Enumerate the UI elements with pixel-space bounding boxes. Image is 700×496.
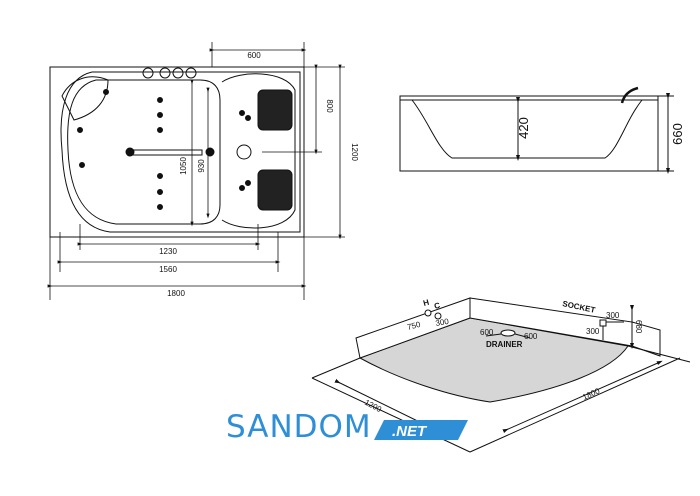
drain [205,147,215,157]
side-view [399,86,674,174]
dim-1560: 1560 [159,265,177,274]
dim-300-left: 300 [435,317,450,328]
tub-basin [67,79,221,225]
label-drainer: DRAINER [486,340,523,349]
overflow-drain [236,144,252,160]
dim-1800-total: 1800 [167,289,185,298]
dim-300-side: 300 [586,327,600,336]
side-faucet [620,86,639,104]
dim-750: 750 [406,320,422,332]
dim-1200-right: 1200 [350,143,359,161]
logo-net-badge [374,420,468,440]
dim-680: 680 [634,320,643,334]
faucet-4 [185,67,197,79]
dim-660: 660 [670,123,685,145]
dim-600-left: 600 [480,328,494,337]
dim-600-right: 600 [524,332,538,341]
side-basin [411,99,643,159]
handrail [131,149,203,156]
hot-tap-icon [424,309,432,317]
dim-1230: 1230 [159,247,177,256]
faucet-2 [159,67,171,79]
corner-seat [61,76,109,121]
headrest-area [221,73,296,229]
dim-420: 420 [516,117,531,139]
pillow-bottom [257,169,293,211]
jets [77,89,251,210]
dim-600-top: 600 [247,51,261,60]
jet-left [125,147,135,157]
install-view [311,297,691,453]
dim-300-top: 300 [606,311,620,320]
brand-logo: SANDOM .NET [226,409,468,445]
dim-1050: 1050 [179,157,188,175]
top-view-dimensions [47,42,345,300]
top-view [49,66,305,238]
label-c: C [433,301,441,311]
label-h: H [422,298,430,308]
brand-name: SANDOM [226,409,372,445]
dim-800: 800 [325,99,334,113]
drainer-hole [500,329,516,337]
pillow-top [257,89,293,131]
faucet-3 [172,67,184,79]
dim-1800-floor: 1800 [581,386,601,402]
brand-suffix: .NET [392,423,428,440]
faucet-1 [142,67,154,79]
socket-icon [599,319,607,327]
side-outline [399,95,659,172]
cold-tap-icon [434,312,442,320]
dim-930: 930 [197,159,206,173]
tub-rim [60,71,301,233]
